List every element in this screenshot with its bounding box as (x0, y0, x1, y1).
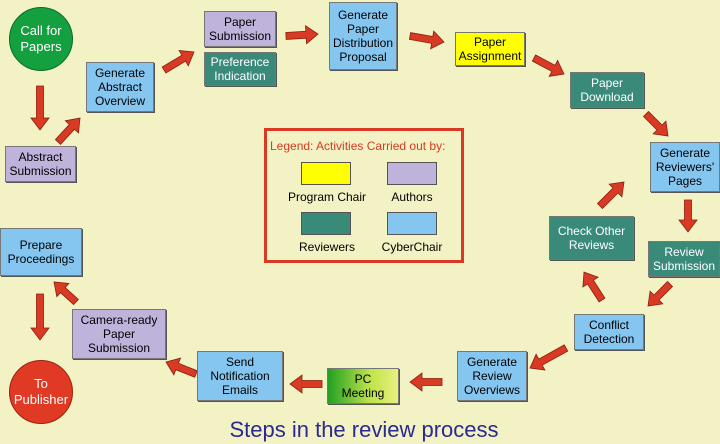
legend-label-cyberchair: CyberChair (381, 240, 443, 254)
paper-download-node: Paper Download (570, 72, 644, 108)
legend-swatch-reviewers (301, 212, 351, 235)
arrow-download-to-reviewers-pages (642, 110, 669, 137)
pc-meeting-node: PC Meeting (327, 368, 399, 404)
preference-indication-node: Preference Indication (204, 52, 276, 86)
legend-label-reviewers: Reviewers (298, 240, 355, 254)
legend-label-program-chair: Program Chair (287, 190, 367, 204)
to-publisher-node: To Publisher (9, 360, 73, 424)
prepare-proceedings-node: Prepare Proceedings (0, 228, 82, 276)
camera-ready-submission-node: Camera-ready Paper Submission (72, 309, 166, 359)
diagram-caption: Steps in the review process (229, 417, 499, 442)
check-other-reviews-node: Check Other Reviews (549, 216, 634, 260)
arrow-abstract-to-overview (54, 117, 81, 145)
arrow-call-to-abstract (30, 85, 50, 131)
arrow-meeting-to-notification (289, 374, 323, 394)
arrow-overview-to-submission (161, 50, 195, 74)
arrow-assignment-to-download (531, 54, 565, 77)
arrow-conflict-to-check-other (582, 271, 606, 303)
generate-abstract-overview-node: Generate Abstract Overview (86, 62, 154, 112)
arrow-notification-to-camera (165, 357, 198, 378)
legend-swatch-cyberchair (387, 212, 437, 235)
arrow-camera-to-proceedings (53, 281, 79, 306)
arrow-check-other-to-reviewers-pages (596, 181, 625, 210)
legend-swatch-authors (387, 162, 437, 185)
call-for-papers-node: Call for Papers (9, 7, 73, 71)
generate-review-overviews-node: Generate Review Overviews (457, 351, 527, 401)
paper-submission-node: Paper Submission (204, 11, 276, 47)
paper-assignment-node: Paper Assignment (455, 32, 525, 66)
legend: Legend: Activities Carried out by: Progr… (264, 128, 464, 263)
legend-label-authors: Authors (391, 190, 433, 204)
arrow-overviews-to-meeting (409, 372, 443, 392)
conflict-detection-node: Conflict Detection (574, 314, 644, 350)
abstract-submission-node: Abstract Submission (5, 146, 76, 182)
review-submission-node: Review Submission (648, 241, 720, 277)
send-notification-emails-node: Send Notification Emails (197, 351, 283, 401)
arrow-reviewers-pages-to-review (678, 199, 698, 233)
generate-reviewers-pages-node: Generate Reviewers' Pages (650, 142, 720, 192)
arrow-proposal-to-assignment (408, 30, 445, 50)
arrow-proceedings-to-publisher (30, 293, 50, 341)
arrow-submission-to-proposal (285, 25, 319, 45)
arrow-review-to-conflict (647, 280, 674, 307)
legend-swatch-program-chair (301, 162, 351, 185)
legend-title: Legend: Activities Carried out by: (270, 139, 446, 153)
arrow-conflict-to-overviews (529, 344, 569, 371)
generate-distribution-proposal-node: Generate Paper Distribution Proposal (329, 2, 397, 70)
